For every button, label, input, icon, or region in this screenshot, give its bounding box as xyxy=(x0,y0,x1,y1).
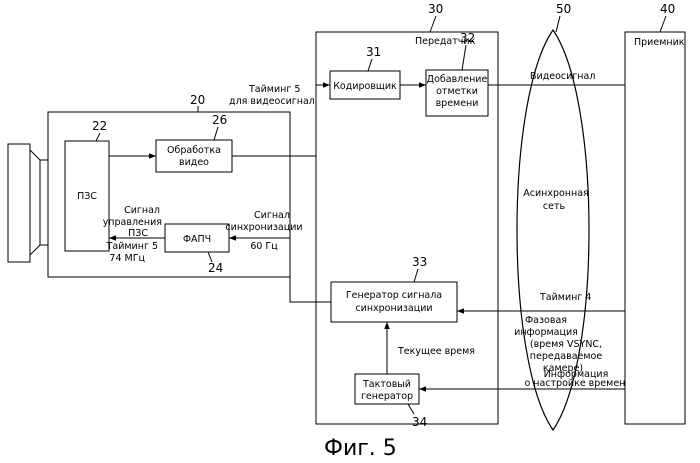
phase-info-label-3: (время VSYNC, xyxy=(530,339,602,350)
timing5-74-label-2: 74 МГц xyxy=(109,253,145,264)
ccd-numeral: 22 xyxy=(92,119,107,133)
freq-60-label: 60 Гц xyxy=(250,241,278,252)
sync-generator-numeral: 33 xyxy=(412,255,427,269)
pll-label: ФАПЧ xyxy=(183,234,211,245)
receiver-box xyxy=(625,32,685,424)
timestamp-numeral: 32 xyxy=(460,31,475,45)
current-time-label: Текущее время xyxy=(397,346,475,357)
timing5-video-label-2: для видеосигнала xyxy=(229,96,321,107)
timing4-label: Тайминг 4 xyxy=(539,292,591,303)
sync-generator-block xyxy=(331,282,457,322)
video-signal-label: Видеосигнал xyxy=(530,71,595,82)
timestamp-label-2: отметки xyxy=(436,86,478,97)
camera-lens-icon xyxy=(8,144,48,262)
network-numeral: 50 xyxy=(556,2,571,16)
ccd-control-label-3: ПЗС xyxy=(128,228,148,239)
receiver-numeral: 40 xyxy=(660,2,675,16)
clock-numeral: 34 xyxy=(412,415,427,429)
clock-label-1: Тактовый xyxy=(362,379,411,390)
phase-info-label-1: Фазовая xyxy=(525,315,567,326)
video-processing-numeral: 26 xyxy=(212,113,227,127)
video-processing-label-1: Обработка xyxy=(167,145,221,156)
transmitter-numeral: 30 xyxy=(428,2,443,16)
camera-numeral: 20 xyxy=(190,93,205,107)
sync-generator-label-1: Генератор сигнала xyxy=(346,290,442,301)
receiver-label: Приемник xyxy=(634,37,685,48)
phase-info-label-4: передаваемое xyxy=(530,351,603,362)
ccd-control-label-1: Сигнал xyxy=(124,205,160,216)
encoder-numeral: 31 xyxy=(366,45,381,59)
sync-generator-label-2: синхронизации xyxy=(355,303,432,314)
timestamp-label-1: Добавление xyxy=(427,74,488,85)
network-label-1: Асинхронная xyxy=(523,188,589,199)
ccd-label: ПЗС xyxy=(77,191,97,202)
sync-signal-label-2: синхронизации xyxy=(225,222,302,233)
timing5-74-label-1: Тайминг 5 xyxy=(106,241,158,252)
figure-caption: Фиг. 5 xyxy=(324,436,397,461)
ccd-control-label-2: управления xyxy=(103,217,162,228)
video-processing-label-2: видео xyxy=(179,157,209,168)
clock-label-2: генератор xyxy=(361,391,413,402)
pll-numeral: 24 xyxy=(208,261,223,275)
time-setting-label-2: о настройке времени xyxy=(524,378,631,389)
sync-signal-label-1: Сигнал xyxy=(254,210,290,221)
timing5-video-label-1: Тайминг 5 xyxy=(248,84,300,95)
network-label-2: сеть xyxy=(543,201,566,212)
encoder-label: Кодировщик xyxy=(333,81,397,92)
timestamp-label-3: времени xyxy=(436,98,479,109)
